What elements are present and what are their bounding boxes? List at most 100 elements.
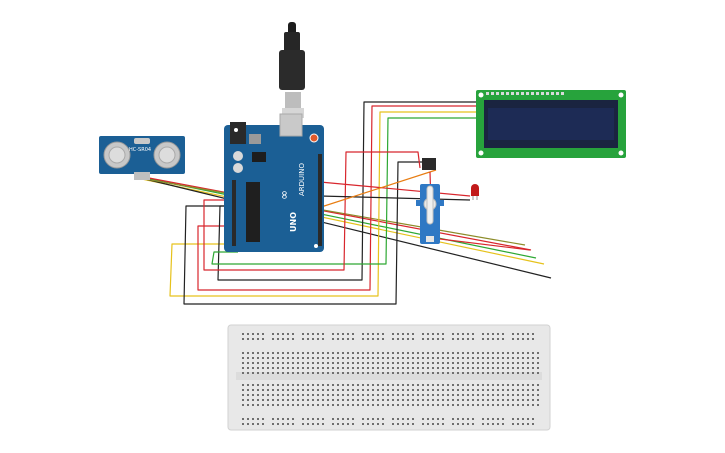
breadboard-hole[interactable]	[507, 352, 509, 354]
breadboard-hole[interactable]	[452, 333, 454, 335]
breadboard-hole[interactable]	[252, 333, 254, 335]
breadboard-hole[interactable]	[512, 384, 514, 386]
breadboard-hole[interactable]	[497, 362, 499, 364]
breadboard-hole[interactable]	[267, 389, 269, 391]
breadboard-hole[interactable]	[537, 362, 539, 364]
breadboard-hole[interactable]	[522, 338, 524, 340]
breadboard-hole[interactable]	[457, 352, 459, 354]
red-led[interactable]	[471, 184, 479, 200]
breadboard-hole[interactable]	[467, 352, 469, 354]
breadboard-hole[interactable]	[482, 404, 484, 406]
breadboard-hole[interactable]	[427, 333, 429, 335]
breadboard-hole[interactable]	[287, 384, 289, 386]
breadboard-hole[interactable]	[347, 394, 349, 396]
breadboard-hole[interactable]	[292, 404, 294, 406]
breadboard-hole[interactable]	[392, 333, 394, 335]
breadboard-hole[interactable]	[262, 357, 264, 359]
breadboard-hole[interactable]	[297, 404, 299, 406]
breadboard-hole[interactable]	[372, 404, 374, 406]
breadboard-hole[interactable]	[287, 389, 289, 391]
breadboard-hole[interactable]	[452, 352, 454, 354]
breadboard-hole[interactable]	[512, 399, 514, 401]
breadboard-hole[interactable]	[422, 389, 424, 391]
breadboard-hole[interactable]	[437, 404, 439, 406]
breadboard-hole[interactable]	[457, 367, 459, 369]
breadboard-hole[interactable]	[437, 357, 439, 359]
breadboard-hole[interactable]	[317, 389, 319, 391]
breadboard-hole[interactable]	[447, 367, 449, 369]
breadboard-hole[interactable]	[332, 418, 334, 420]
breadboard-hole[interactable]	[367, 338, 369, 340]
breadboard-hole[interactable]	[252, 418, 254, 420]
breadboard-hole[interactable]	[442, 362, 444, 364]
breadboard-hole[interactable]	[387, 357, 389, 359]
breadboard-hole[interactable]	[502, 338, 504, 340]
breadboard-hole[interactable]	[327, 357, 329, 359]
breadboard-hole[interactable]	[502, 352, 504, 354]
breadboard-hole[interactable]	[332, 394, 334, 396]
breadboard-hole[interactable]	[502, 394, 504, 396]
breadboard-hole[interactable]	[497, 389, 499, 391]
breadboard-hole[interactable]	[382, 394, 384, 396]
breadboard-hole[interactable]	[517, 352, 519, 354]
breadboard-hole[interactable]	[437, 352, 439, 354]
breadboard-hole[interactable]	[397, 367, 399, 369]
breadboard-hole[interactable]	[392, 423, 394, 425]
breadboard-hole[interactable]	[342, 333, 344, 335]
breadboard-hole[interactable]	[267, 372, 269, 374]
breadboard-hole[interactable]	[502, 333, 504, 335]
breadboard-hole[interactable]	[402, 367, 404, 369]
breadboard-hole[interactable]	[477, 399, 479, 401]
breadboard-hole[interactable]	[362, 357, 364, 359]
breadboard-hole[interactable]	[392, 352, 394, 354]
breadboard-hole[interactable]	[402, 357, 404, 359]
breadboard-hole[interactable]	[382, 418, 384, 420]
breadboard-hole[interactable]	[342, 404, 344, 406]
breadboard-hole[interactable]	[252, 423, 254, 425]
breadboard-hole[interactable]	[382, 333, 384, 335]
breadboard-hole[interactable]	[277, 404, 279, 406]
breadboard-hole[interactable]	[382, 389, 384, 391]
breadboard-hole[interactable]	[307, 357, 309, 359]
breadboard-hole[interactable]	[272, 362, 274, 364]
breadboard-hole[interactable]	[442, 404, 444, 406]
breadboard-hole[interactable]	[447, 352, 449, 354]
breadboard-hole[interactable]	[307, 399, 309, 401]
breadboard-hole[interactable]	[492, 389, 494, 391]
breadboard-hole[interactable]	[277, 357, 279, 359]
breadboard-hole[interactable]	[407, 423, 409, 425]
breadboard-hole[interactable]	[422, 362, 424, 364]
breadboard-hole[interactable]	[282, 418, 284, 420]
breadboard-hole[interactable]	[337, 333, 339, 335]
breadboard-hole[interactable]	[352, 384, 354, 386]
breadboard-hole[interactable]	[412, 418, 414, 420]
breadboard-hole[interactable]	[312, 423, 314, 425]
breadboard-hole[interactable]	[487, 372, 489, 374]
breadboard-hole[interactable]	[342, 357, 344, 359]
breadboard-hole[interactable]	[522, 418, 524, 420]
breadboard-hole[interactable]	[342, 367, 344, 369]
breadboard-hole[interactable]	[302, 423, 304, 425]
breadboard-hole[interactable]	[272, 367, 274, 369]
breadboard-hole[interactable]	[397, 399, 399, 401]
breadboard-hole[interactable]	[392, 399, 394, 401]
breadboard-hole[interactable]	[342, 394, 344, 396]
breadboard-hole[interactable]	[412, 372, 414, 374]
breadboard-hole[interactable]	[402, 399, 404, 401]
breadboard-hole[interactable]	[307, 394, 309, 396]
lcd-pin[interactable]	[501, 92, 504, 95]
breadboard-hole[interactable]	[422, 338, 424, 340]
breadboard-hole[interactable]	[497, 338, 499, 340]
breadboard-hole[interactable]	[302, 384, 304, 386]
breadboard-hole[interactable]	[362, 338, 364, 340]
breadboard-hole[interactable]	[262, 367, 264, 369]
breadboard-hole[interactable]	[512, 418, 514, 420]
breadboard-hole[interactable]	[397, 394, 399, 396]
breadboard-hole[interactable]	[362, 399, 364, 401]
breadboard-hole[interactable]	[382, 352, 384, 354]
breadboard-hole[interactable]	[332, 384, 334, 386]
breadboard-hole[interactable]	[537, 389, 539, 391]
breadboard-hole[interactable]	[397, 352, 399, 354]
breadboard-hole[interactable]	[337, 404, 339, 406]
breadboard-hole[interactable]	[457, 357, 459, 359]
